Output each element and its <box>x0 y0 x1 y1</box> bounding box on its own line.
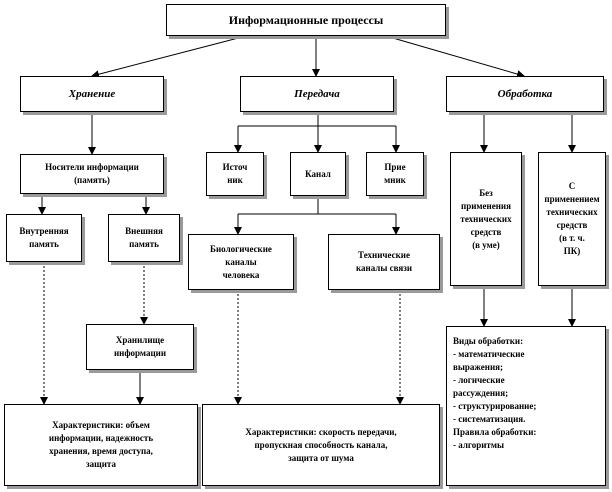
storage-characteristics-node: Характеристики: объем информации, надежн… <box>4 404 198 486</box>
root-to-storage-connector <box>91 35 247 79</box>
processing-types-node: Виды обработки: - математические выражен… <box>446 326 606 486</box>
root-node: Информационные процессы <box>166 4 446 36</box>
processing-node: Обработка <box>446 76 604 112</box>
receiver-node: Прие мник <box>366 152 424 196</box>
source-node: Источ ник <box>206 152 264 196</box>
internal-memory-node: Внутренняя память <box>6 214 82 262</box>
root-to-processing-connector <box>385 35 525 78</box>
external-memory-node: Внешняя память <box>108 214 180 262</box>
transfer-node: Передача <box>240 76 394 112</box>
storage-media-node: Носители информации (память) <box>20 154 164 194</box>
storage-node: Хранение <box>20 76 164 112</box>
channel-node: Канал <box>290 152 346 196</box>
transfer-characteristics-node: Характеристики: скорость передачи, пропу… <box>202 404 440 486</box>
technical-channels-node: Технические каналы связи <box>328 234 440 290</box>
information-repository-node: Хранилище информации <box>86 324 194 370</box>
technical-processing-node: С применением технических средств (в т. … <box>538 152 606 286</box>
biological-channels-node: Биологические каналы человека <box>188 234 294 290</box>
manual-processing-node: Без применения технических средств (в ум… <box>450 152 522 286</box>
